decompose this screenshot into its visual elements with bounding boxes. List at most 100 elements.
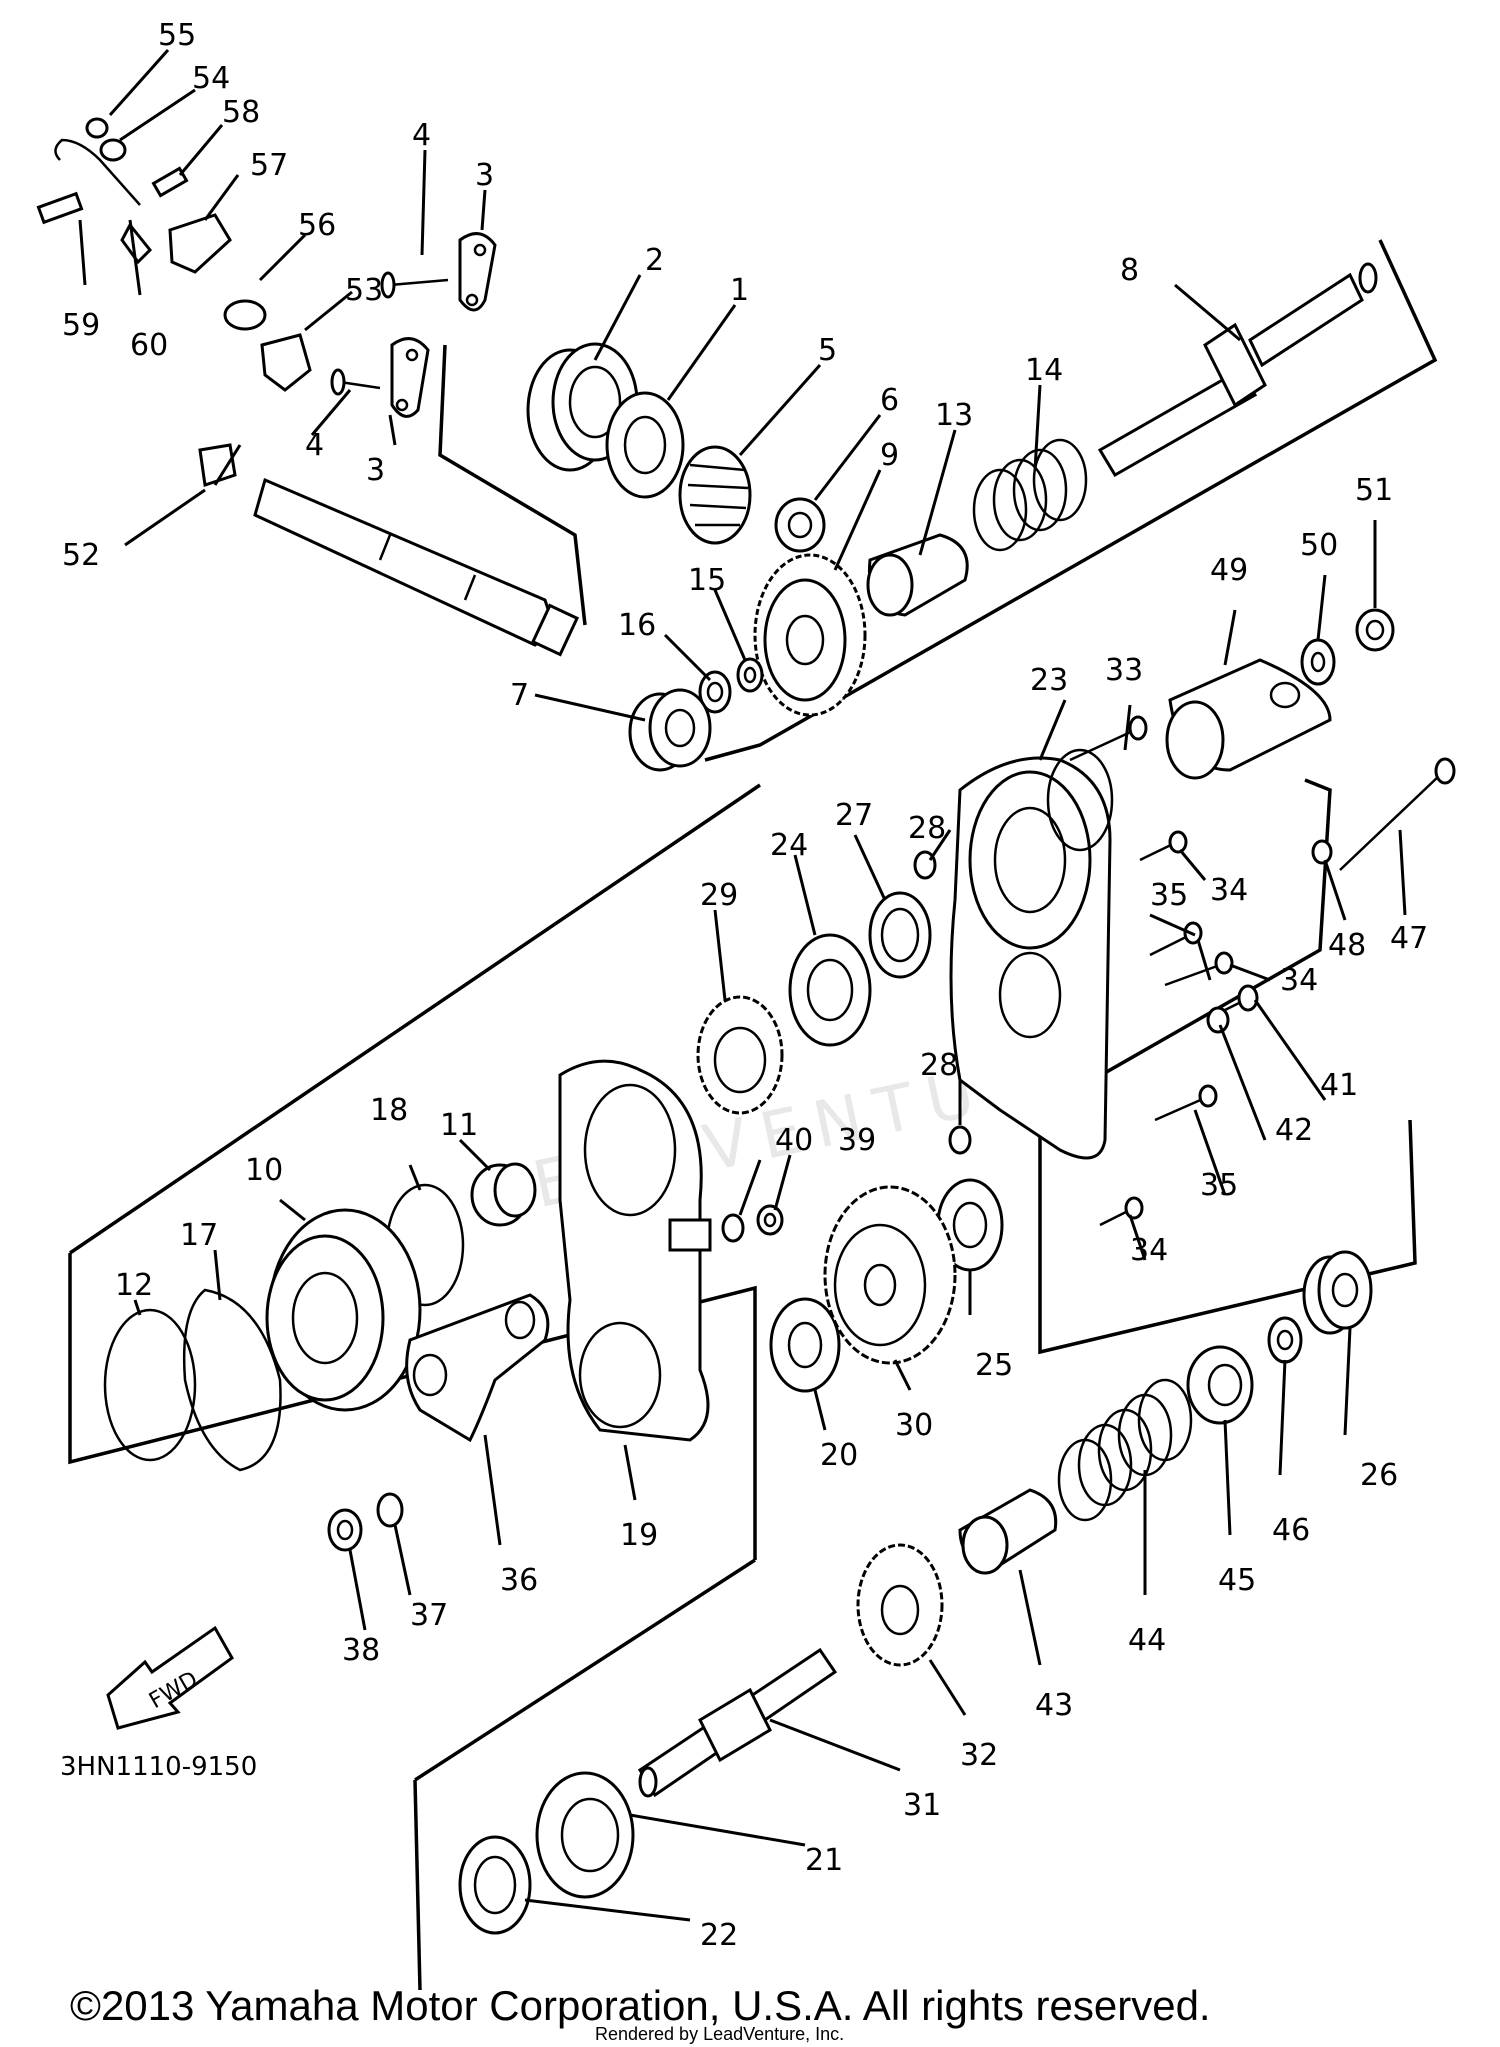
bearing-22 <box>458 1835 532 1935</box>
callout-34c: 34 <box>1130 1233 1168 1268</box>
callout-49: 49 <box>1210 553 1248 588</box>
shift-shaft <box>253 477 580 657</box>
gear-29 <box>696 995 784 1115</box>
yoke-49 <box>1165 658 1332 780</box>
callout-22: 22 <box>700 1918 738 1953</box>
callout-5: 5 <box>818 333 837 368</box>
washers-39-40 <box>721 1204 784 1243</box>
callout-24: 24 <box>770 828 808 863</box>
callout-31: 31 <box>903 1788 941 1823</box>
drawing-code: 3HN1110-9150 <box>60 1752 257 1782</box>
callout-20: 20 <box>820 1438 858 1473</box>
callout-39: 39 <box>838 1123 876 1158</box>
nut-6 <box>774 497 826 553</box>
ring-gear-9 <box>753 553 867 717</box>
callout-34a: 34 <box>1210 873 1248 908</box>
callout-57: 57 <box>250 148 288 183</box>
washer-15 <box>736 657 764 693</box>
collar-11 <box>470 1162 537 1227</box>
callout-3a: 3 <box>475 158 494 193</box>
callout-4b: 4 <box>305 428 324 463</box>
callout-23: 23 <box>1030 663 1068 698</box>
callout-52: 52 <box>62 538 100 573</box>
callout-42: 42 <box>1275 1113 1313 1148</box>
callout-8: 8 <box>1120 253 1139 288</box>
dowel-pins-28 <box>913 850 972 1155</box>
callout-35b: 35 <box>1200 1168 1238 1203</box>
dog-clutch-13 <box>866 533 969 617</box>
spring-44 <box>1057 1378 1193 1522</box>
callout-1: 1 <box>730 273 749 308</box>
washer-16 <box>698 670 732 714</box>
callout-48: 48 <box>1328 928 1366 963</box>
callout-26: 26 <box>1360 1458 1398 1493</box>
transfer-case-19 <box>558 1059 712 1442</box>
assembly-frame-lower <box>413 1558 756 1991</box>
callout-numbers: 55 54 58 57 56 53 59 60 52 4 3 4 3 2 1 5… <box>62 18 1428 1953</box>
gear-30 <box>823 1185 957 1365</box>
callout-4a: 4 <box>412 118 431 153</box>
bearing-20 <box>769 1297 841 1393</box>
callout-38: 38 <box>342 1633 380 1668</box>
bearing-26 <box>1302 1250 1373 1335</box>
callout-27: 27 <box>835 798 873 833</box>
callout-51: 51 <box>1355 473 1393 508</box>
callout-2: 2 <box>645 243 664 278</box>
nut-51 <box>1355 608 1395 652</box>
callout-19: 19 <box>620 1518 658 1553</box>
callout-50: 50 <box>1300 528 1338 563</box>
callout-55: 55 <box>158 18 196 53</box>
callout-9: 9 <box>880 438 899 473</box>
yoke-36 <box>405 1293 550 1443</box>
callout-11: 11 <box>440 1108 478 1143</box>
callout-10: 10 <box>245 1153 283 1188</box>
bearing-24 <box>788 933 872 1047</box>
drive-shaft-8 <box>1097 262 1378 478</box>
callout-33: 33 <box>1105 653 1143 688</box>
callout-47: 47 <box>1390 921 1428 956</box>
callout-59: 59 <box>62 308 100 343</box>
callout-58: 58 <box>222 95 260 130</box>
callout-37: 37 <box>410 1598 448 1633</box>
fwd-arrow-icon: FWD <box>106 1625 234 1730</box>
callout-7: 7 <box>510 678 529 713</box>
dog-clutch-43 <box>958 1488 1058 1575</box>
case-cover-23 <box>949 748 1114 1160</box>
callout-46: 46 <box>1272 1513 1310 1548</box>
spring-14 <box>972 438 1088 552</box>
callout-56: 56 <box>298 208 336 243</box>
linkage-plates <box>330 232 497 418</box>
callout-60: 60 <box>130 328 168 363</box>
bearing-21 <box>535 1771 635 1899</box>
seal-27 <box>868 891 932 979</box>
render-credit: Rendered by LeadVenture, Inc. <box>595 2024 845 2044</box>
callout-32: 32 <box>960 1738 998 1773</box>
callout-29: 29 <box>700 878 738 913</box>
washer-46 <box>1267 1316 1303 1364</box>
bearing-housing-10 <box>265 1208 422 1412</box>
callout-41: 41 <box>1320 1068 1358 1103</box>
callout-3b: 3 <box>366 453 385 488</box>
copyright-notice: ©2013 Yamaha Motor Corporation, U.S.A. A… <box>70 1982 1211 2029</box>
callout-44: 44 <box>1128 1623 1166 1658</box>
bevel-gear-5 <box>678 445 752 545</box>
linkage-parts-cluster <box>36 117 312 487</box>
nut-38 <box>327 1508 363 1552</box>
callout-6: 6 <box>880 383 899 418</box>
callout-40: 40 <box>775 1123 813 1158</box>
assembly-frame-upper <box>438 239 1438 762</box>
washer-1 <box>605 391 685 499</box>
o-ring-12 <box>103 1308 197 1462</box>
bearing-7 <box>628 688 712 772</box>
callout-15: 15 <box>688 563 726 598</box>
callout-45: 45 <box>1218 1563 1256 1598</box>
callout-18: 18 <box>370 1093 408 1128</box>
gasket-17 <box>182 1288 282 1472</box>
callout-21: 21 <box>805 1843 843 1878</box>
collar-45 <box>1186 1345 1254 1425</box>
output-shaft-31 <box>637 1647 838 1798</box>
callout-28a: 28 <box>908 811 946 846</box>
callout-17: 17 <box>180 1218 218 1253</box>
callout-14: 14 <box>1025 353 1063 388</box>
